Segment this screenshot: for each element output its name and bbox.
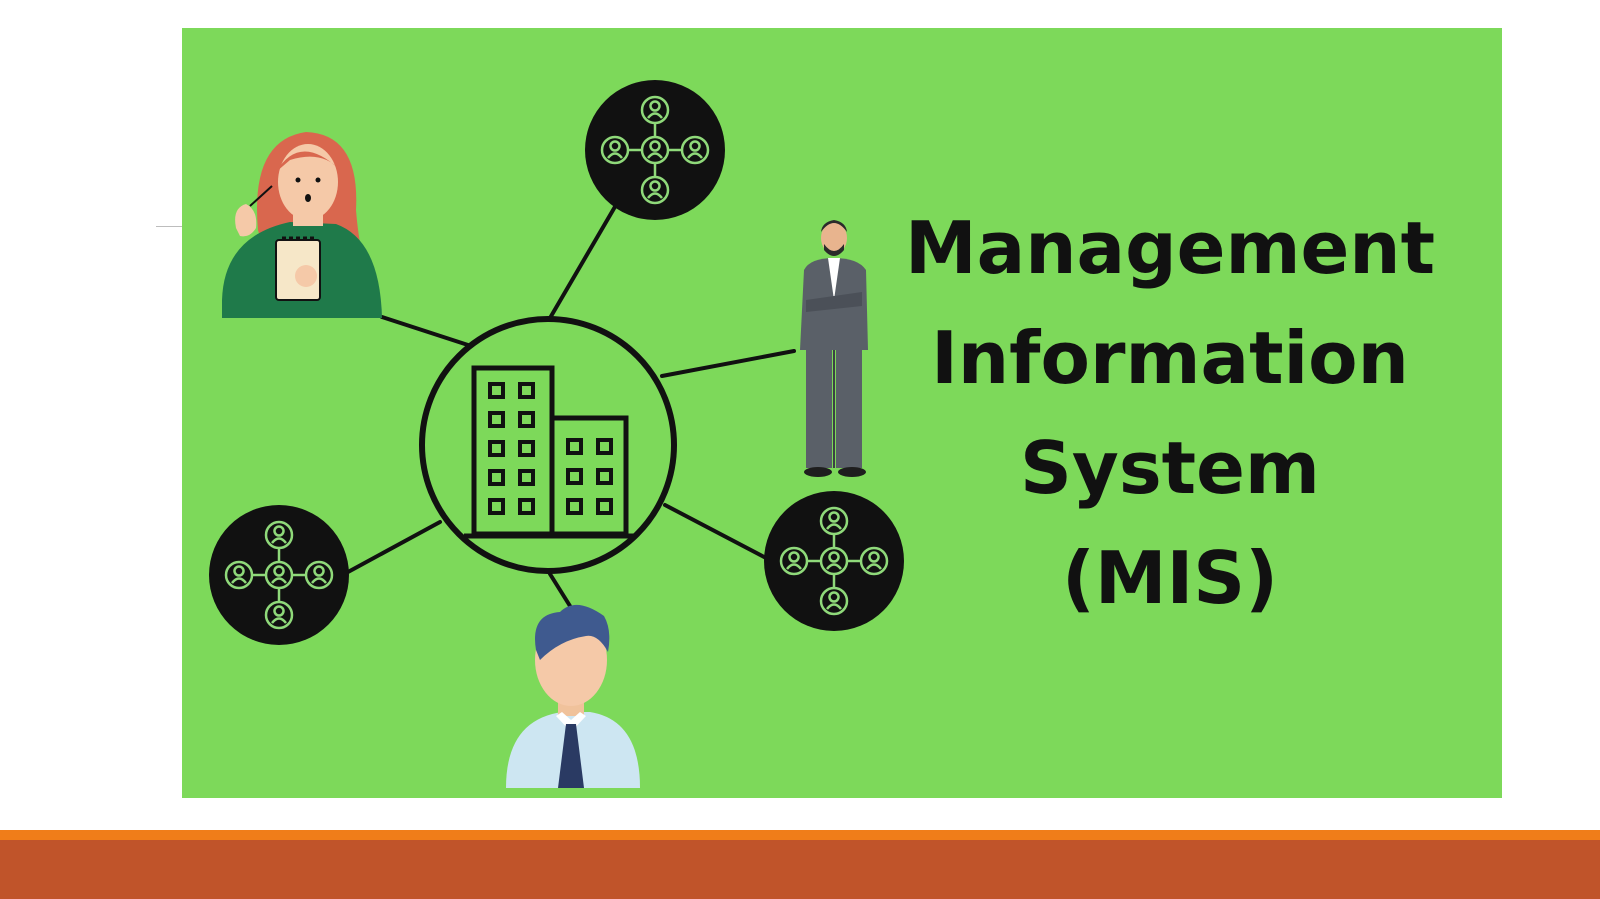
connector-right-network — [663, 503, 768, 560]
woman-with-notepad-illustration — [222, 132, 382, 318]
bottom-band — [0, 830, 1600, 899]
people-network-icon-left — [209, 505, 349, 645]
title-line-3: System — [1020, 426, 1320, 510]
band-main — [0, 840, 1600, 899]
title-line-4: (MIS) — [1061, 536, 1279, 620]
connector-man — [548, 572, 572, 608]
band-top-stripe — [0, 830, 1600, 840]
people-network-icon-right — [764, 491, 904, 631]
man-with-tie-illustration — [506, 604, 640, 788]
people-network-icon-top — [585, 80, 725, 220]
connector-woman — [380, 315, 470, 347]
connector-businessman — [660, 349, 796, 378]
connector-left-network — [346, 520, 442, 574]
standing-businessman-illustration — [800, 220, 868, 477]
title-line-2: Information — [931, 316, 1409, 400]
office-building-icon — [419, 316, 677, 574]
title-line-1: Management — [905, 206, 1435, 290]
connector-lines — [346, 203, 796, 608]
left-accent-line — [156, 226, 182, 227]
connector-top-network — [548, 203, 618, 320]
